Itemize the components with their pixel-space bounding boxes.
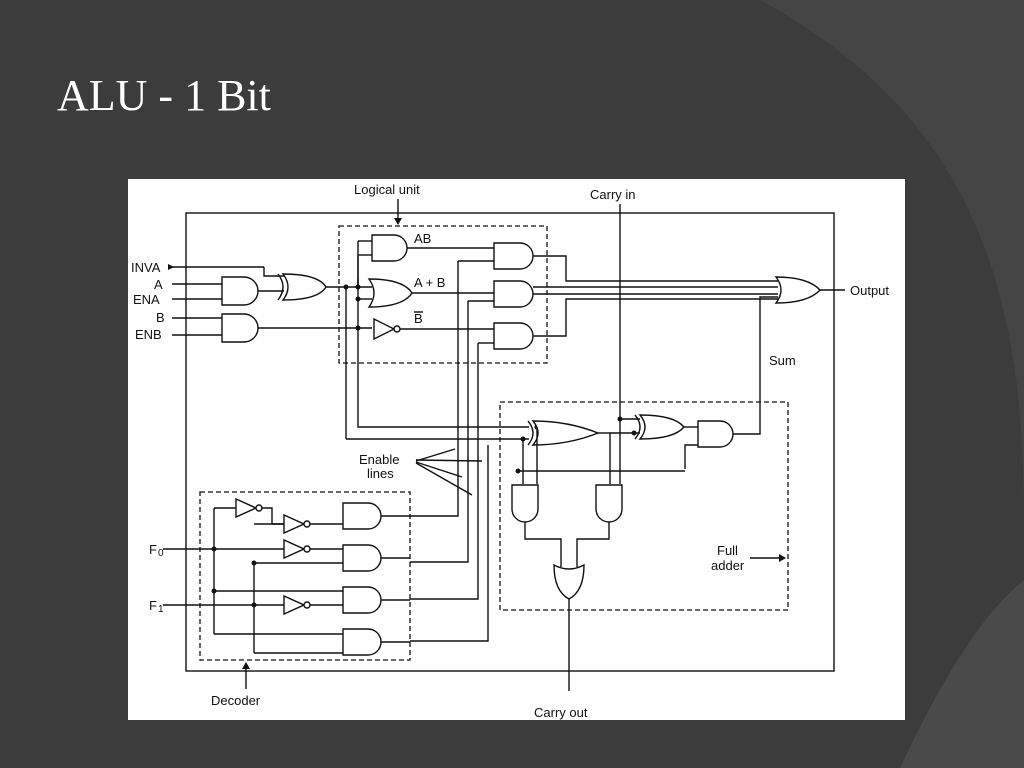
and-gate-carry-1 <box>511 484 539 523</box>
enable-lines-label: Enable <box>359 452 399 467</box>
input-inva: INVA <box>131 260 161 275</box>
decoder-label: Decoder <box>211 693 261 708</box>
input-a: A <box>154 277 163 292</box>
and-gate-enable-2 <box>493 280 534 308</box>
not-gate-f1-c <box>283 594 306 616</box>
slide-title: ALU - 1 Bit <box>57 71 271 120</box>
xor-gate-inva <box>281 273 327 301</box>
xor-gate-ab <box>531 420 600 446</box>
input-ena: ENA <box>133 292 160 307</box>
carry-out-label: Carry out <box>534 705 588 720</box>
and-gate-ab <box>371 234 408 262</box>
xor-gate-sum <box>638 414 685 440</box>
decoder-box <box>199 491 411 661</box>
and-gate-decoder-2 <box>342 544 382 572</box>
enable-lines-label-2: lines <box>367 466 394 481</box>
full-adder-label: Full <box>717 543 738 558</box>
input-f1-sub: 1 <box>158 604 164 615</box>
sum-label: Sum <box>769 353 796 368</box>
alu-boundary <box>185 212 835 672</box>
input-f1: F <box>149 598 157 613</box>
full-adder-box <box>499 401 789 611</box>
not-gate-f1-b <box>283 538 306 560</box>
gate-label-ab: AB <box>414 231 431 246</box>
full-adder-label-2: adder <box>711 558 745 573</box>
output-label: Output <box>850 283 889 298</box>
input-f0: F <box>149 542 157 557</box>
and-gate-enable-3 <box>493 322 534 350</box>
alu-diagram: Logical unit Carry in Carry out Output S… <box>128 179 905 720</box>
not-gate-b <box>373 317 396 341</box>
and-gate-sum-out <box>697 420 734 448</box>
gate-label-a-plus-b: A + B <box>414 275 445 290</box>
gate-label-not-b: B <box>414 311 423 326</box>
and-gate-decoder-3 <box>342 586 382 614</box>
or-gate-output <box>774 276 821 304</box>
and-gate-enable-1 <box>493 242 534 270</box>
logical-unit-label: Logical unit <box>354 182 420 197</box>
input-b: B <box>156 310 165 325</box>
not-gate-f1-a <box>283 513 306 535</box>
and-gate-b-enb <box>221 313 259 343</box>
input-f0-sub: 0 <box>158 548 164 559</box>
carry-in-label: Carry in <box>590 187 636 202</box>
or-gate-carry <box>553 563 585 600</box>
or-gate-a-plus-b <box>367 278 413 308</box>
and-gate-decoder-4 <box>342 628 382 656</box>
and-gate-decoder-1 <box>342 502 382 530</box>
and-gate-carry-2 <box>595 484 623 523</box>
input-enb: ENB <box>135 327 162 342</box>
and-gate-a-ena <box>221 276 259 306</box>
not-gate-f0 <box>235 497 258 519</box>
